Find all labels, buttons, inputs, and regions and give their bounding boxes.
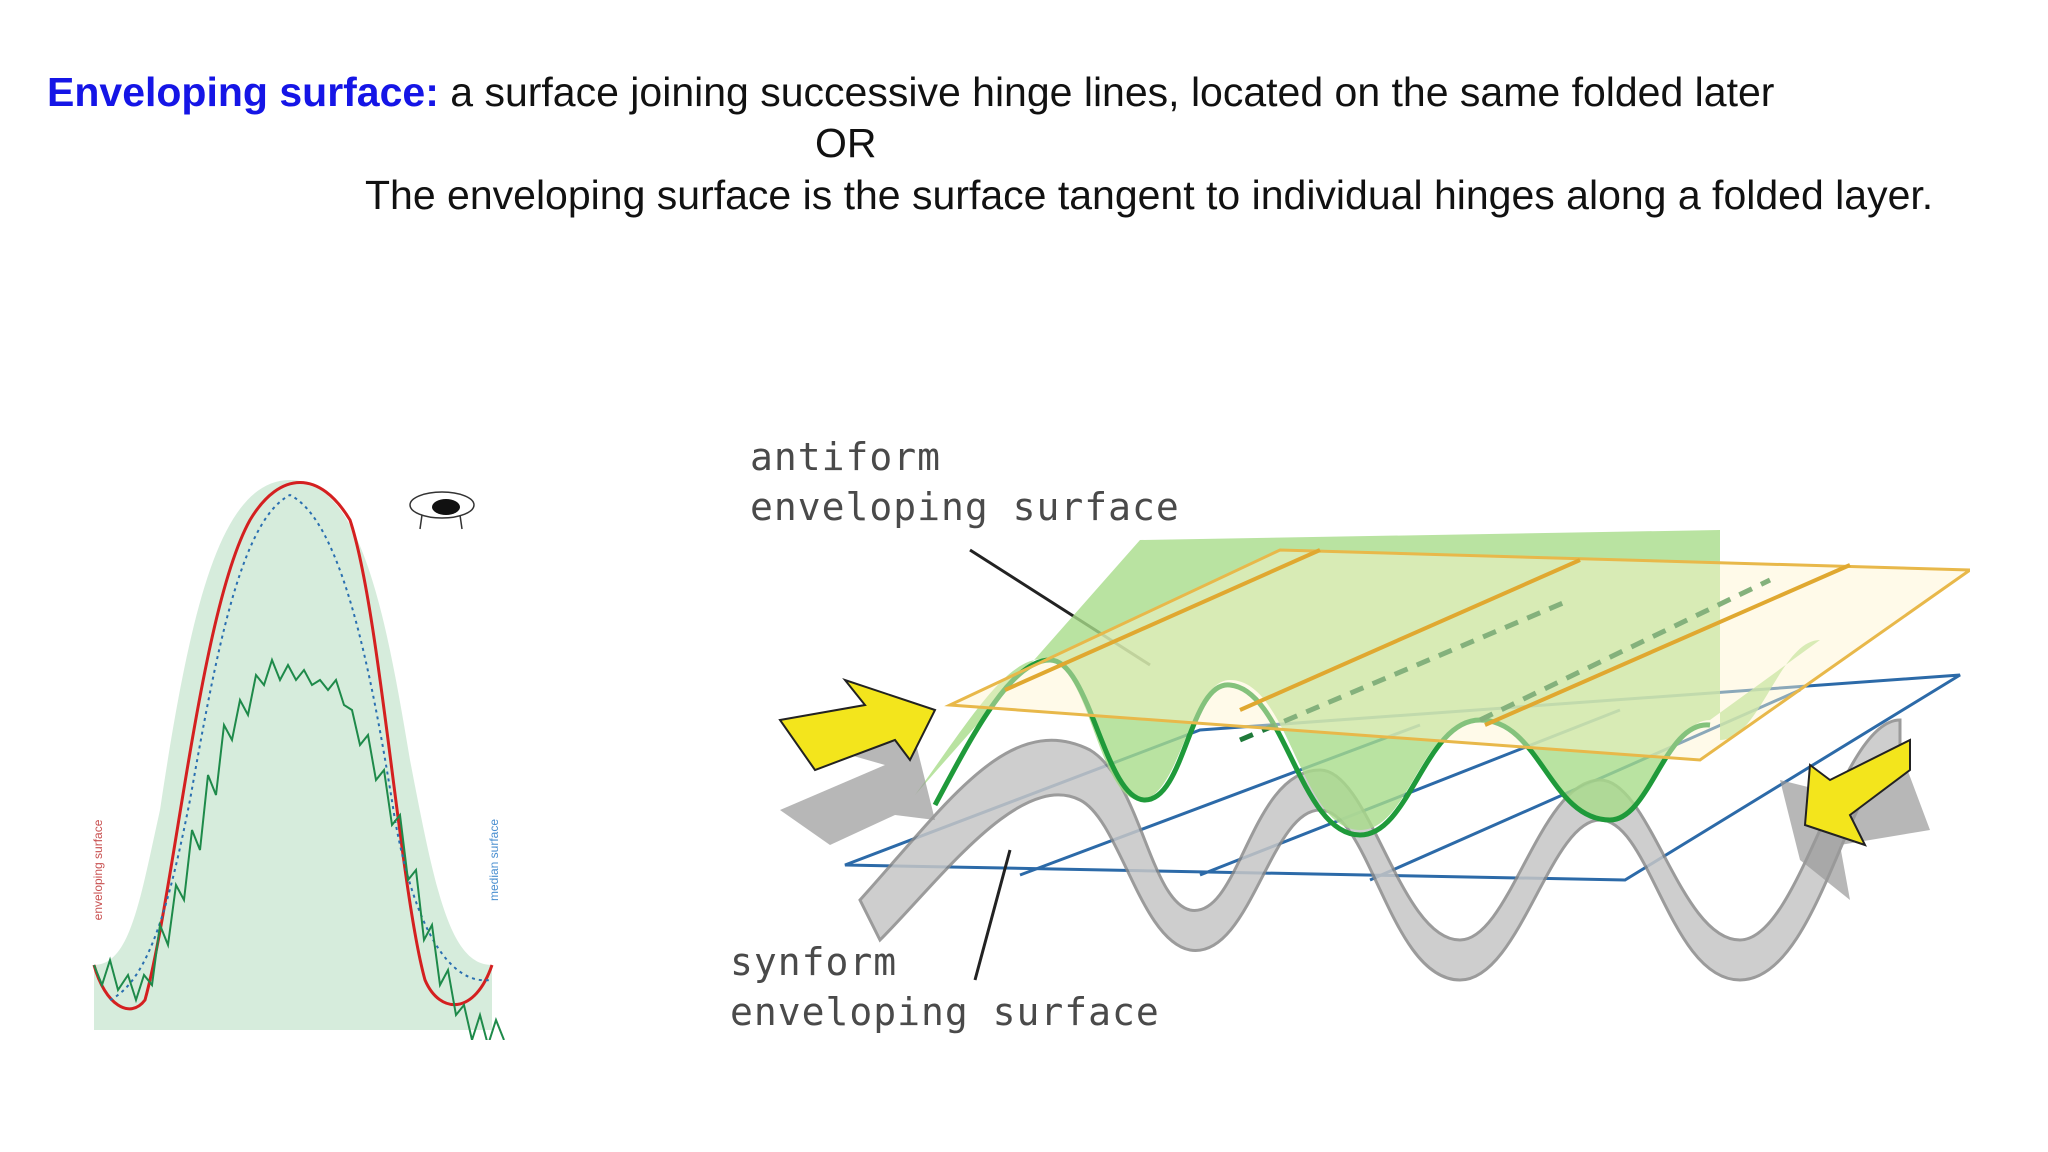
folded-layer-surface (915, 530, 1820, 830)
definition-line: Enveloping surface: a surface joining su… (47, 68, 1774, 117)
alternate-definition: The enveloping surface is the surface ta… (365, 172, 1934, 218)
antiform-label-line-2: enveloping surface (750, 485, 1180, 529)
fold-fill (94, 480, 492, 1030)
or-separator: OR (815, 120, 877, 166)
synform-leader-line (973, 849, 1012, 981)
folded-layer-curve (93, 657, 505, 1040)
antiform-label-line-1: antiform (750, 435, 941, 479)
compression-arrow-left-icon (778, 677, 937, 845)
enveloping-surface-label: enveloping surface (91, 819, 105, 920)
cow-icon (409, 491, 475, 530)
parasitic-fold-figure: enveloping surface median surface (91, 480, 505, 1040)
hinge-line-dashed (1239, 577, 1772, 743)
compression-arrow-right-icon (1780, 738, 1930, 900)
median-surface-label: median surface (487, 819, 501, 901)
folded-layer-outline (932, 657, 1711, 838)
enveloping-surface-curve (92, 481, 494, 1011)
definition-text: a surface joining successive hinge lines… (438, 69, 1775, 115)
synform-label-line-2: enveloping surface (730, 990, 1160, 1034)
synform-label-line-1: synform (730, 940, 897, 984)
median-surface-line (109, 493, 491, 1001)
enveloping-surface-block-diagram: antiform enveloping surface synform enve… (730, 435, 1970, 1034)
term-label: Enveloping surface: (47, 69, 439, 115)
